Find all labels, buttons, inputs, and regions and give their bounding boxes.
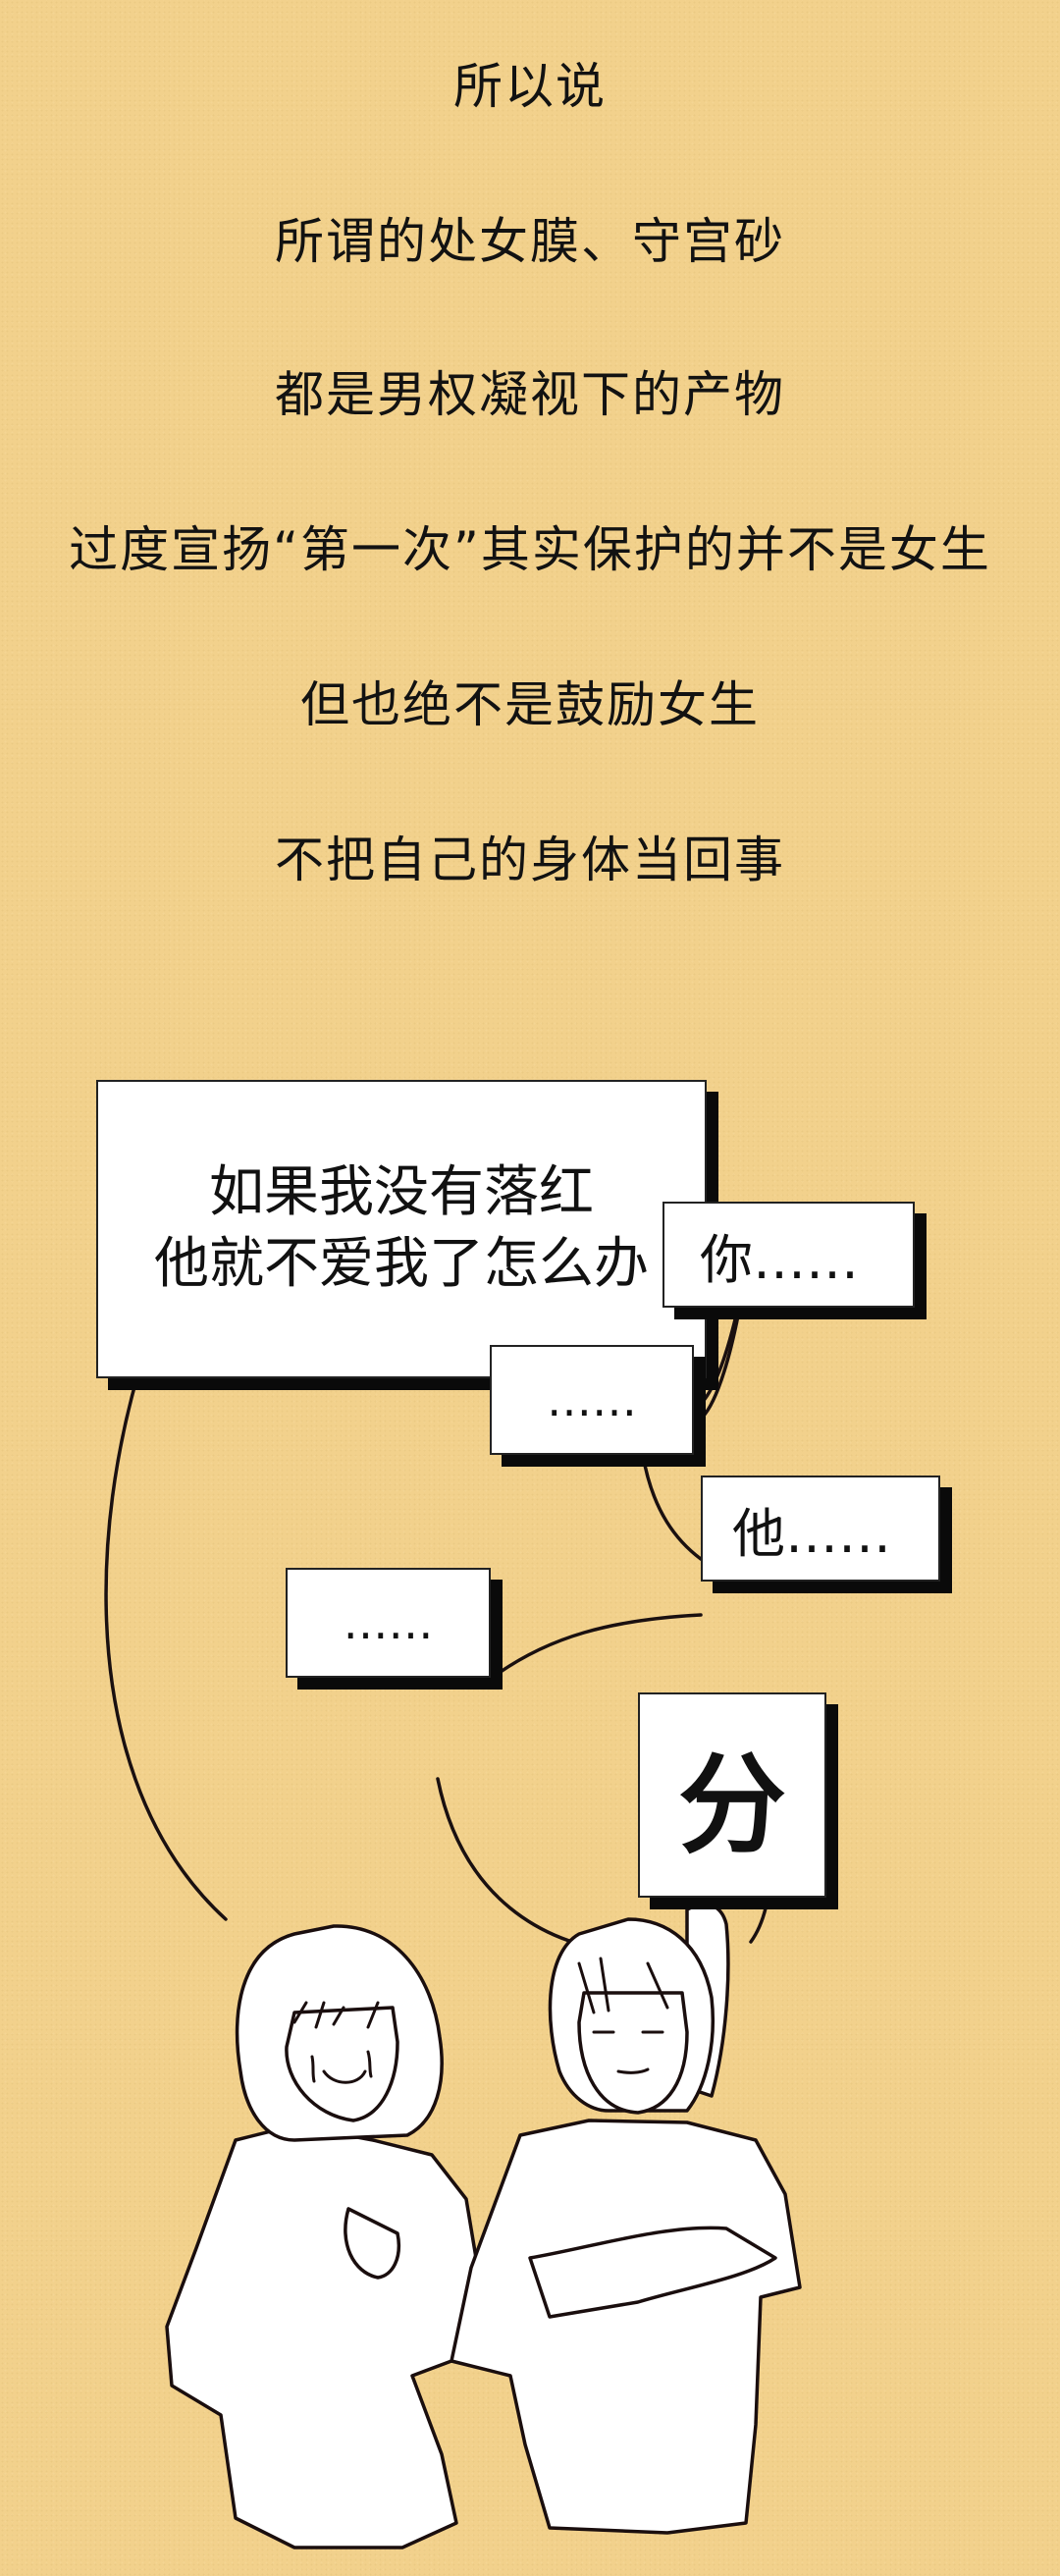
text-line-4: 过度宣扬“第一次”其实保护的并不是女生 [69,521,991,578]
ponytail-girl-figure [450,1903,802,2535]
text-line-5: 但也绝不是鼓励女生 [300,676,760,733]
text-line-3: 都是男权凝视下的产物 [275,366,785,423]
connector-line [496,1613,703,1676]
text-line-2: 所谓的处女膜、守宫砂 [275,213,785,270]
crying-girl-figure [165,1924,493,2549]
text-line-1: 所以说 [453,58,607,115]
connector-line [697,1314,738,1408]
speech-bubble-he: 他…… [701,1476,940,1582]
speech-bubble-question: 如果我没有落红 他就不爱我了怎么办 [96,1080,707,1378]
bubble-text: …… [343,1596,434,1649]
connector-line [641,1453,703,1561]
bubble-text: 你…… [700,1228,859,1291]
speech-bubble-ellipsis-1: …… [490,1345,694,1455]
bubble-text: 如果我没有落红 他就不爱我了怎么办 [154,1160,649,1296]
text-line-6: 不把自己的身体当回事 [275,832,785,888]
bubble-text: 分 [678,1742,786,1868]
connector-line [695,1314,740,1423]
bubble-text: …… [547,1373,637,1426]
speech-bubble-you: 你…… [662,1202,915,1308]
speech-bubble-break-up: 分 [638,1692,826,1898]
bubble-text: 他…… [732,1502,891,1565]
speech-bubble-ellipsis-2: …… [286,1568,491,1678]
